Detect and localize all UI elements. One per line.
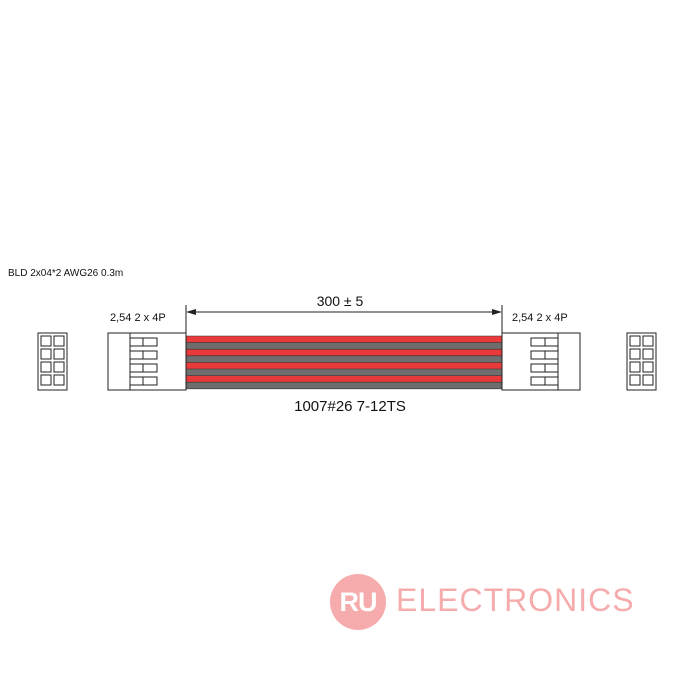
wire-3	[186, 349, 502, 356]
wire-1	[186, 336, 502, 343]
watermark-badge: RU	[330, 574, 386, 630]
wire-spec-label: 1007#26 7-12TS	[294, 398, 406, 415]
wire-7	[186, 375, 502, 383]
length-dimension-label: 300 ± 5	[316, 293, 364, 309]
watermark-text: ELECTRONICS	[396, 582, 635, 618]
right-connector-side-view	[501, 332, 581, 391]
right-connector-end-view	[626, 332, 657, 391]
wire-2	[186, 342, 502, 350]
diagram-title: BLD 2x04*2 AWG26 0.3m	[8, 268, 124, 279]
length-dimension-line	[185, 305, 503, 333]
right-connector-pitch-label: 2,54 2 x 4P	[512, 312, 568, 324]
left-connector-pitch-label: 2,54 2 x 4P	[110, 312, 166, 324]
wire-6	[186, 369, 502, 376]
wire-4	[186, 355, 502, 363]
wire-8	[186, 382, 502, 389]
left-connector-side-view	[107, 332, 187, 391]
ribbon-cable	[186, 335, 502, 390]
wire-5	[186, 362, 502, 369]
left-connector-end-view	[37, 332, 68, 391]
watermark-logo: RU ELECTRONICS	[330, 574, 650, 630]
